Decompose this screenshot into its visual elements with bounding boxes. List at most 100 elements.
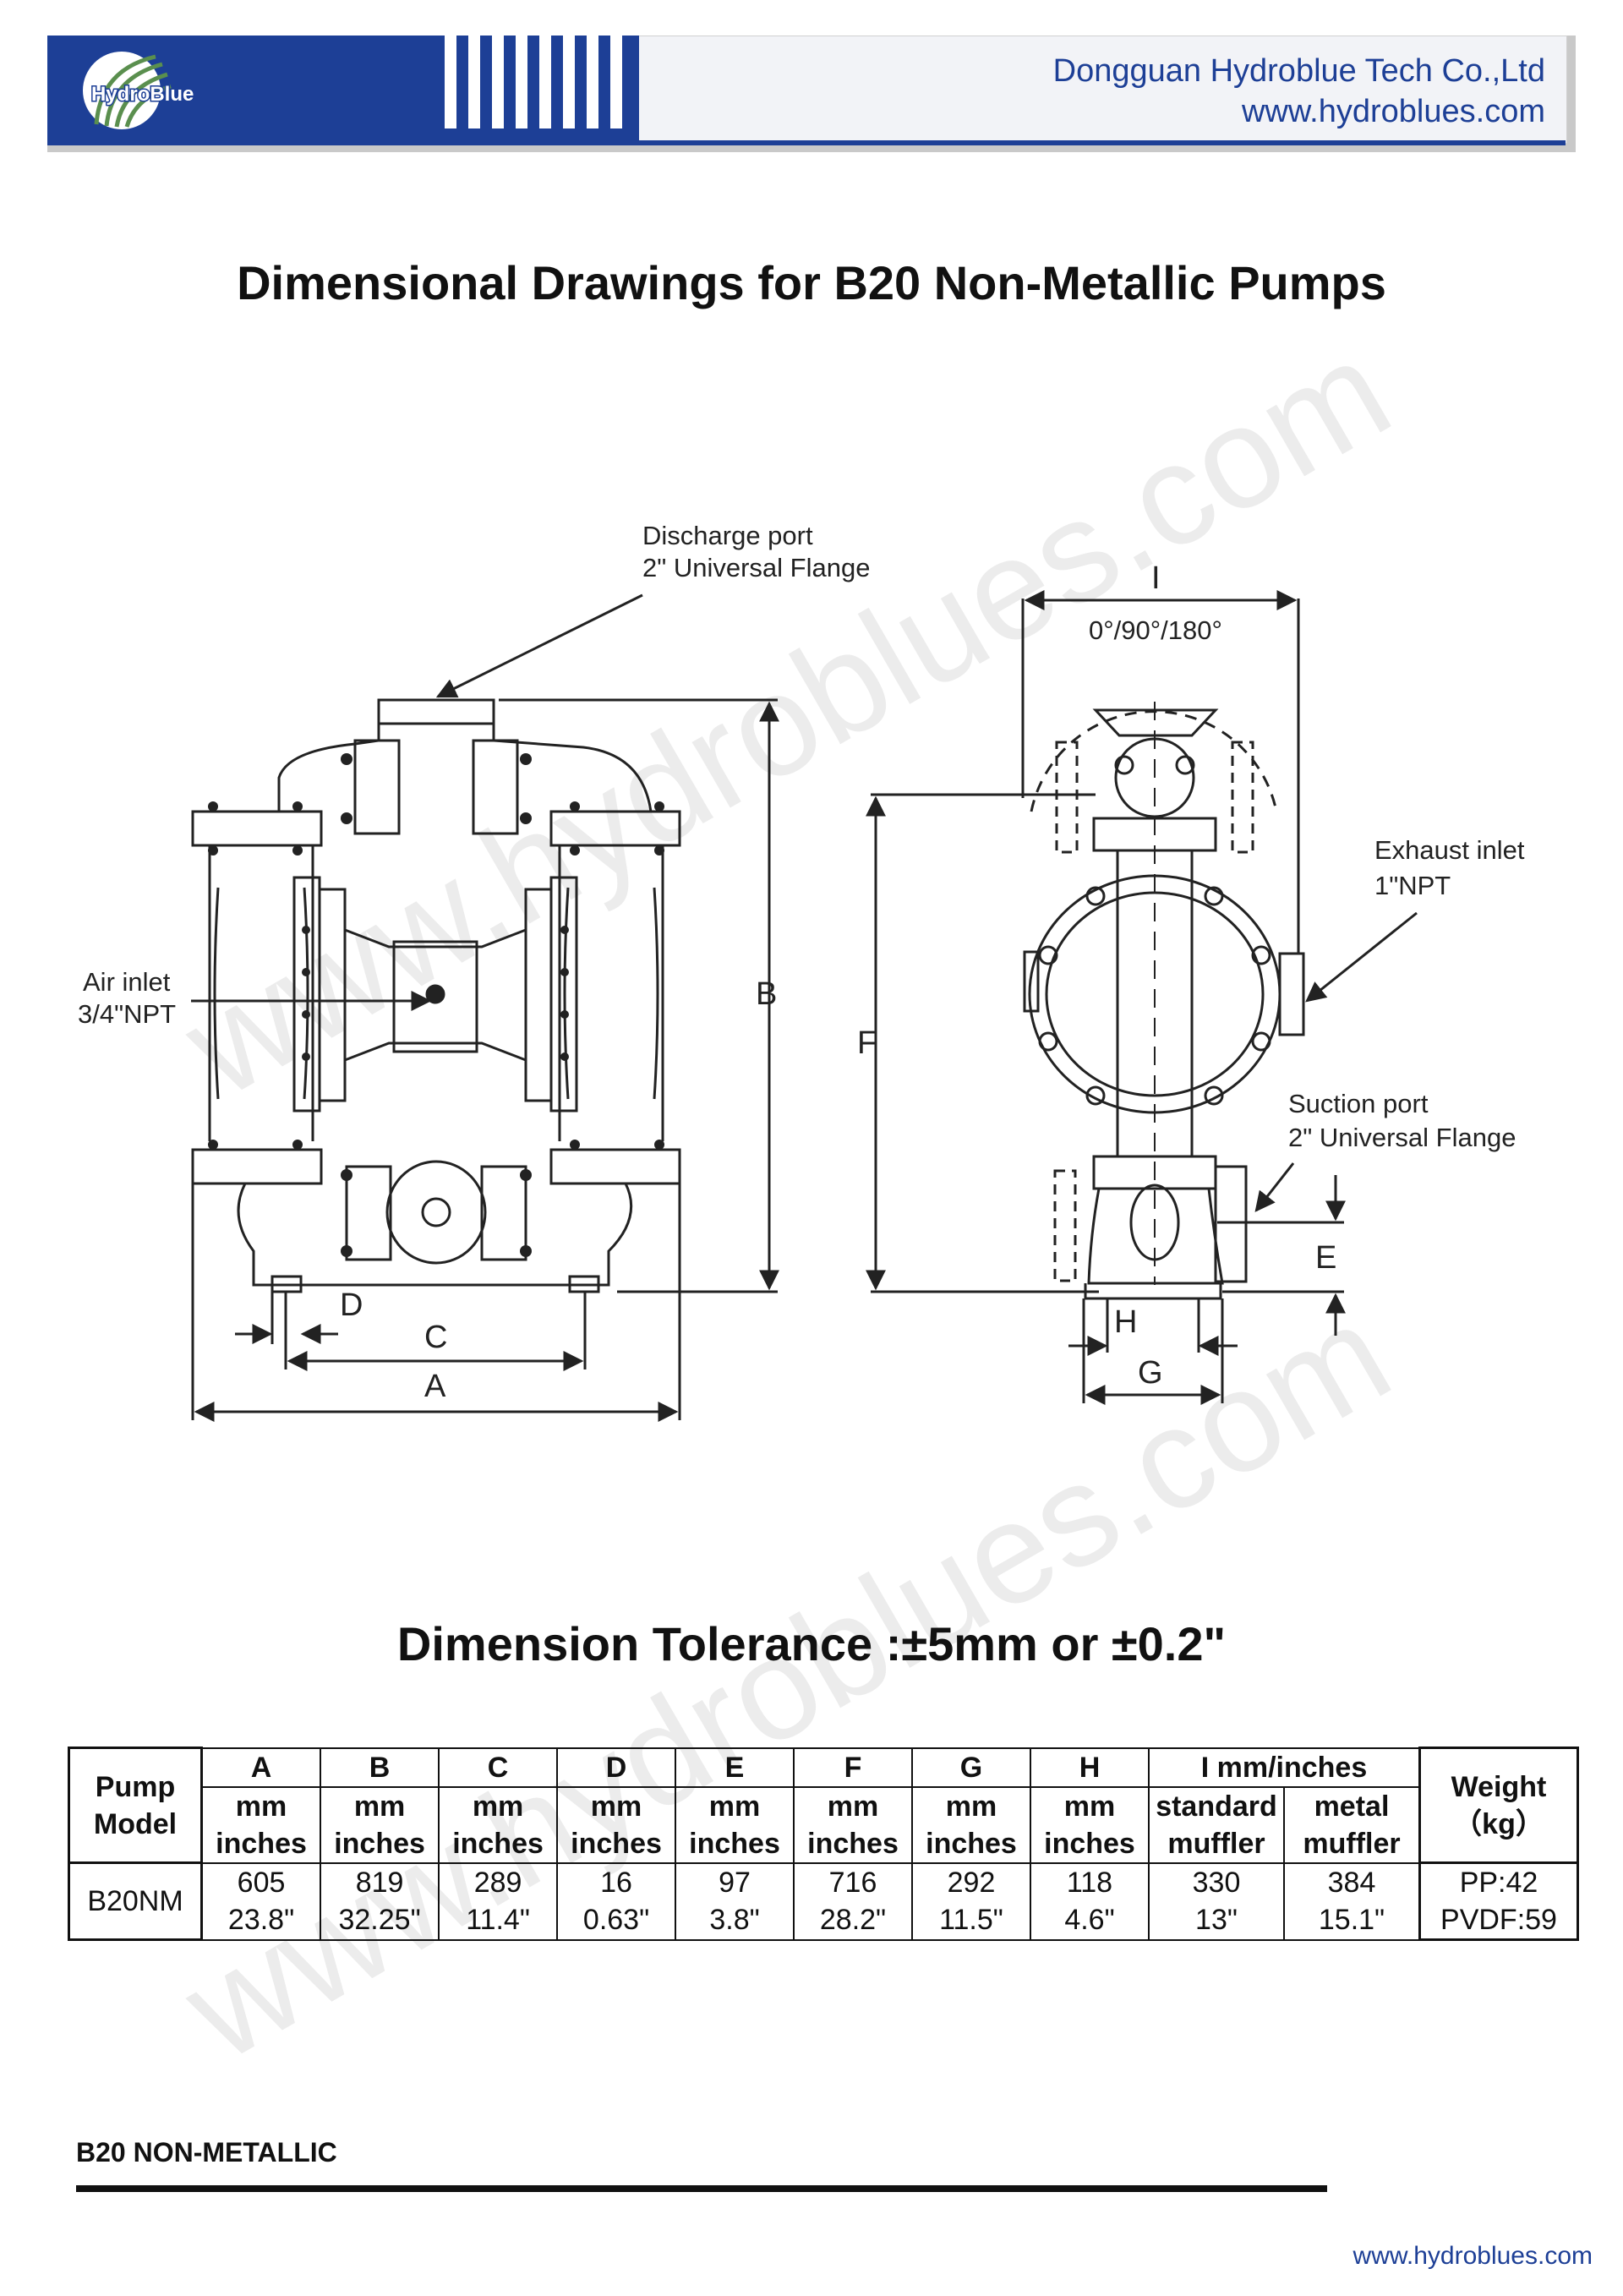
tolerance-heading: Dimension Tolerance :±5mm or ±0.2" xyxy=(396,1617,1227,1670)
weight-pp: PP:42 xyxy=(1459,1867,1538,1899)
metal-muffler-header: metal muffler xyxy=(1283,1785,1421,1864)
footer-url[interactable]: www.hydroblues.com xyxy=(1352,2242,1593,2270)
discharge-flange-label: 2" Universal Flange xyxy=(642,553,870,582)
dim-label-B: B xyxy=(756,976,777,1012)
discharge-port-label: Discharge port xyxy=(642,521,813,550)
unit-inches: inches xyxy=(334,1827,425,1860)
header-stripe xyxy=(492,36,504,128)
weight-unit: （kg） xyxy=(1453,1807,1544,1840)
header-stripe xyxy=(468,36,480,128)
value-mm: 97 xyxy=(719,1867,751,1899)
value-inches: 32.25" xyxy=(338,1904,421,1936)
col-header-B: B xyxy=(320,1747,440,1788)
value-inches: 13" xyxy=(1195,1904,1238,1936)
value-mm: 384 xyxy=(1327,1867,1376,1899)
cell-E: 97 3.8" xyxy=(675,1861,795,1941)
cell-I-metal: 384 15.1" xyxy=(1283,1861,1421,1941)
value-inches: 15.1" xyxy=(1318,1904,1385,1936)
value-mm: 118 xyxy=(1066,1867,1113,1899)
company-info: Dongguan Hydroblue Tech Co.,Ltd www.hydr… xyxy=(1053,51,1545,132)
value-inches: 28.2" xyxy=(819,1904,887,1936)
value-mm: 16 xyxy=(600,1867,632,1899)
header-stripe xyxy=(445,36,456,128)
dim-label-H: H xyxy=(1114,1304,1137,1340)
cell-B: 819 32.25" xyxy=(320,1861,440,1941)
unit-inches: inches xyxy=(216,1827,307,1860)
cell-A: 605 23.8" xyxy=(200,1861,322,1941)
value-inches: 11.5" xyxy=(939,1904,1003,1936)
weight-pvdf: PVDF:59 xyxy=(1440,1904,1557,1936)
unit-cell-H: mm inches xyxy=(1029,1785,1150,1864)
dim-label-A: A xyxy=(424,1369,446,1404)
value-mm: 819 xyxy=(355,1867,404,1899)
col-header-I: I mm/inches xyxy=(1148,1747,1421,1788)
header-stripe xyxy=(587,36,598,128)
dimensional-drawing: Discharge port 2" Universal Flange Air i… xyxy=(78,521,1525,1422)
logo-text: HydroBlue xyxy=(91,83,194,106)
page-title: Dimensional Drawings for B20 Non-Metalli… xyxy=(237,256,1386,309)
dimensions-table: Pump Model A B C D E F G H I mm/inches W… xyxy=(68,1747,1579,1941)
col-header-C: C xyxy=(438,1747,559,1788)
cell-model: B20NM xyxy=(68,1861,203,1941)
unit-inches: inches xyxy=(807,1827,899,1860)
unit-mm: mm xyxy=(1063,1790,1116,1823)
company-name: Dongguan Hydroblue Tech Co.,Ltd xyxy=(1052,53,1545,89)
exhaust-inlet-label: Exhaust inlet xyxy=(1374,835,1525,865)
value-inches: 3.8" xyxy=(709,1904,760,1936)
unit-inches: inches xyxy=(689,1827,780,1860)
footer-rule xyxy=(76,2185,1327,2192)
unit-mm: mm xyxy=(472,1790,524,1823)
unit-cell-A: mm inches xyxy=(200,1785,322,1864)
header-banner: HydroBlue Dongguan Hydroblue Tech Co.,Lt… xyxy=(47,36,1576,152)
unit-inches: inches xyxy=(1044,1827,1135,1860)
unit-cell-B: mm inches xyxy=(320,1785,440,1864)
cell-F: 716 28.2" xyxy=(793,1861,913,1941)
company-website[interactable]: www.hydroblues.com xyxy=(1241,94,1545,129)
hydroblue-logo: HydroBlue xyxy=(83,52,195,129)
exhaust-npt-label: 1"NPT xyxy=(1374,871,1451,900)
header-stripe xyxy=(563,36,575,128)
cell-D: 16 0.63" xyxy=(556,1861,677,1941)
dim-label-I: I xyxy=(1151,560,1161,596)
dim-label-C: C xyxy=(424,1320,447,1355)
table-header-row: Pump Model A B C D E F G H I mm/inches W… xyxy=(68,1747,1579,1864)
dim-label-G: G xyxy=(1138,1355,1163,1391)
unit-cell-C: mm inches xyxy=(438,1785,559,1864)
standard-muffler-header: standard muffler xyxy=(1148,1785,1285,1864)
header-stripe xyxy=(539,36,551,128)
weight-header: Weight （kg） xyxy=(1418,1747,1579,1864)
value-mm: 605 xyxy=(237,1867,286,1899)
col-header-G: G xyxy=(911,1747,1031,1788)
weight-label: Weight xyxy=(1451,1770,1547,1803)
front-view xyxy=(191,593,779,1422)
dim-label-D: D xyxy=(340,1287,363,1323)
col-header-H: H xyxy=(1029,1747,1150,1788)
suction-flange-label: 2" Universal Flange xyxy=(1288,1123,1516,1152)
side-view xyxy=(866,590,1418,1405)
col-header-E: E xyxy=(675,1747,795,1788)
unit-cell-D: mm inches xyxy=(556,1785,677,1864)
pump-model-header: Pump Model xyxy=(68,1747,203,1864)
unit-inches: inches xyxy=(571,1827,662,1860)
value-mm: 716 xyxy=(828,1867,877,1899)
unit-mm: mm xyxy=(235,1790,287,1823)
header-stripe xyxy=(516,36,527,128)
value-inches: 11.4" xyxy=(466,1904,530,1936)
cell-C: 289 11.4" xyxy=(438,1861,559,1941)
unit-inches: inches xyxy=(452,1827,544,1860)
dim-label-F: F xyxy=(857,1025,877,1061)
value-mm: 289 xyxy=(473,1867,522,1899)
unit-mm: mm xyxy=(590,1790,642,1823)
dim-label-E: E xyxy=(1315,1240,1336,1276)
value-inches: 23.8" xyxy=(227,1904,295,1936)
value-inches: 0.63" xyxy=(582,1904,650,1936)
unit-mm: mm xyxy=(353,1790,406,1823)
table-unit-row: mm inches mm inches mm inches mm inches mm in… xyxy=(69,1785,1578,1864)
header-rule xyxy=(47,140,1566,145)
